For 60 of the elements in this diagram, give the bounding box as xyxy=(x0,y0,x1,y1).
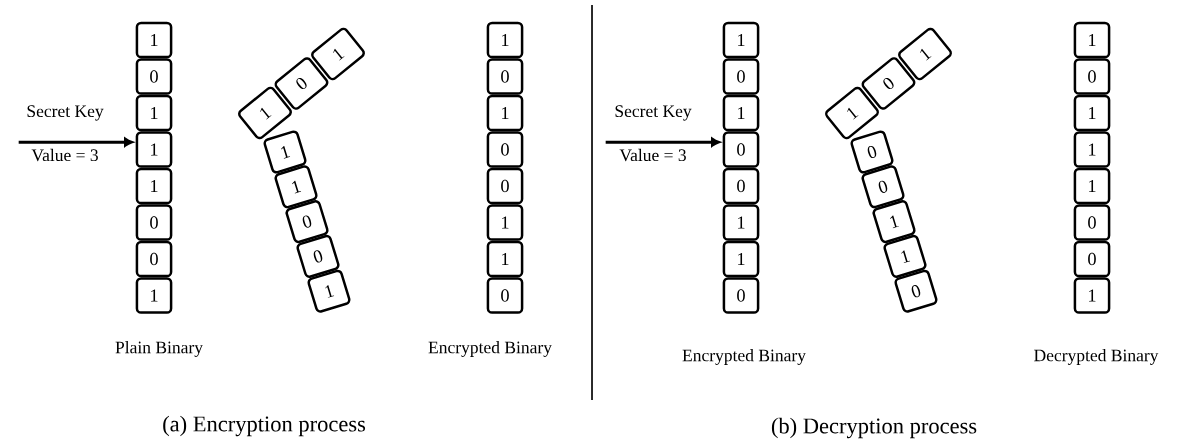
column-caption: Plain Binary xyxy=(115,341,203,357)
bit-box: 1 xyxy=(135,21,173,59)
bit-box: 0 xyxy=(135,58,173,95)
bit-box: 1 xyxy=(135,94,173,132)
bit-box: 1 xyxy=(486,21,524,59)
bit-box: 1 xyxy=(883,234,927,278)
subfigure-caption: (b) Decryption process xyxy=(771,417,977,439)
bit-box: 1 xyxy=(135,131,173,168)
bit-box: 0 xyxy=(861,57,916,110)
bit-box: 1 xyxy=(722,94,760,132)
arrow xyxy=(605,137,721,147)
key-value-label: Value = 3 xyxy=(619,148,686,162)
bit-box: 0 xyxy=(285,200,329,244)
bit-box: 0 xyxy=(861,165,905,209)
bit-box: 1 xyxy=(486,240,524,278)
bit-box: 1 xyxy=(722,204,760,241)
bit-box: 1 xyxy=(135,167,173,205)
bit-box: 0 xyxy=(722,131,760,168)
bit-box: 1 xyxy=(1073,94,1111,132)
bit-box: 1 xyxy=(307,269,351,313)
bit-box: 0 xyxy=(1073,204,1111,241)
bit-box: 1 xyxy=(1073,167,1111,205)
bit-box: 1 xyxy=(1073,131,1111,168)
bit-box: 0 xyxy=(486,58,524,95)
bit-box: 1 xyxy=(825,86,879,140)
bit-box: 0 xyxy=(135,240,173,278)
bit-box: 1 xyxy=(263,130,307,174)
bit-box: 0 xyxy=(722,167,760,205)
bit-box: 1 xyxy=(135,277,173,314)
column-caption: Encrypted Binary xyxy=(428,341,552,357)
column-caption: Decrypted Binary xyxy=(1034,349,1159,365)
secret-key-label: Secret Key xyxy=(27,105,104,121)
bit-box: 0 xyxy=(486,277,524,314)
bit-box: 0 xyxy=(486,167,524,205)
bit-box: 0 xyxy=(894,269,938,313)
bit-box: 1 xyxy=(1073,21,1111,59)
bit-box: 1 xyxy=(311,27,365,81)
bit-box: 1 xyxy=(898,27,952,81)
bit-box: 1 xyxy=(238,86,292,140)
bit-box: 0 xyxy=(850,130,894,174)
bit-box: 1 xyxy=(486,94,524,132)
bit-box: 0 xyxy=(722,58,760,95)
key-value-label: Value = 3 xyxy=(31,148,98,162)
bit-box: 1 xyxy=(1073,277,1111,314)
bit-box: 1 xyxy=(274,165,318,209)
bit-box: 0 xyxy=(1073,58,1111,95)
column-caption: Encrypted Binary xyxy=(682,349,806,365)
bit-box: 0 xyxy=(274,57,329,110)
bit-box: 0 xyxy=(296,234,340,278)
bit-box: 1 xyxy=(872,200,916,244)
bit-box: 0 xyxy=(486,131,524,168)
bit-box: 0 xyxy=(1073,240,1111,278)
bit-box: 1 xyxy=(486,204,524,241)
bit-box: 1 xyxy=(722,240,760,278)
subfigure-caption: (a) Encryption process xyxy=(163,415,366,437)
bit-box: 0 xyxy=(135,204,173,241)
bit-box: 0 xyxy=(722,277,760,314)
arrow xyxy=(18,137,134,147)
bit-box: 1 xyxy=(722,21,760,59)
secret-key-label: Secret Key xyxy=(615,105,692,121)
